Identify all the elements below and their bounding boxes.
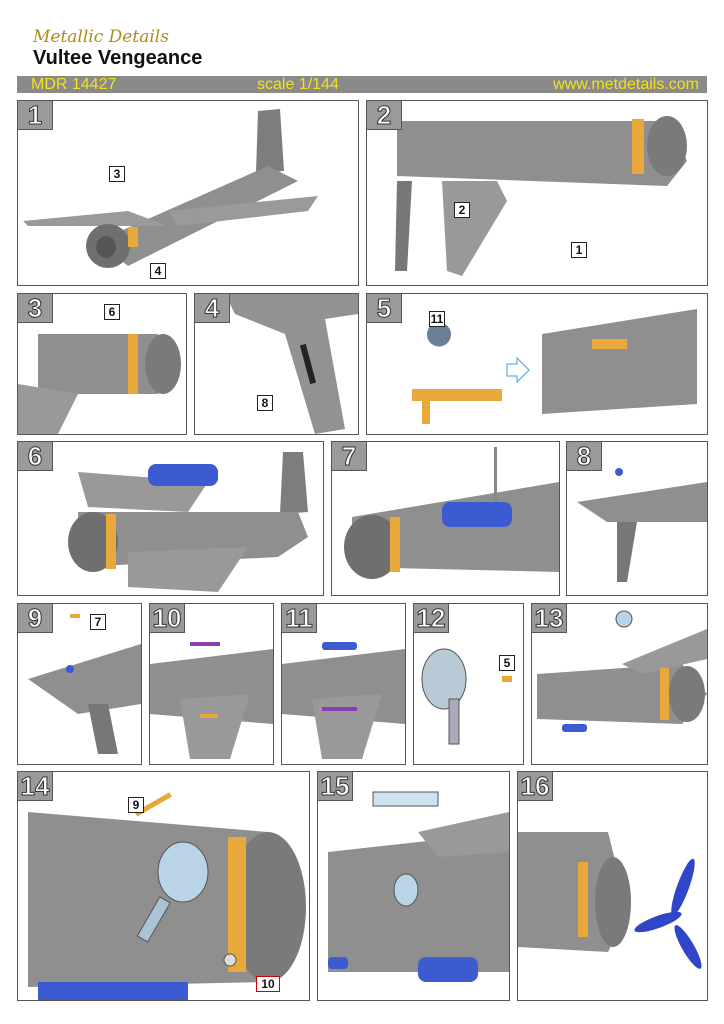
step-panel-5: 5 11 [366,293,708,435]
step-panel-15: 15 [317,771,510,1001]
step-panel-7: 7 [331,441,560,596]
step-number: 5 [367,294,402,323]
part-callout: 8 [257,395,273,411]
part-callout: 4 [150,263,166,279]
part-callout: 6 [104,304,120,320]
aircraft-illustration [577,468,707,582]
step-panel-2: 2 2 1 [366,100,708,286]
aircraft-illustration [282,642,405,759]
step-panel-16: 16 [517,771,708,1001]
step-panel-11: 11 [281,603,406,765]
step-panel-1: 1 3 4 [17,100,359,286]
part-callout: 2 [454,202,470,218]
step-panel-13: 13 [531,603,708,765]
aircraft-illustration [344,447,559,579]
step-panel-9: 9 7 [17,603,142,765]
part-callout: 9 [128,797,144,813]
scale-label: scale 1/144 [257,76,339,93]
step-number: 13 [532,604,567,633]
step-number: 1 [18,101,53,130]
step-number: 6 [18,442,53,471]
part-callout: 1 [571,242,587,258]
step-number: 4 [195,294,230,323]
step-number: 2 [367,101,402,130]
header-bar: MDR 14427 scale 1/144 www.metdetails.com [17,76,707,93]
step-number: 3 [18,294,53,323]
step-panel-14: 14 9 10 [17,771,310,1001]
aircraft-illustration [68,452,308,592]
step-number: 11 [282,604,317,633]
aircraft-illustration [150,642,273,759]
step-number: 12 [414,604,449,633]
step-panel-12: 12 5 [413,603,524,765]
step-number: 16 [518,772,553,801]
aircraft-illustration [28,614,141,754]
aircraft-illustration [537,610,707,732]
step-number: 9 [18,604,53,633]
aircraft-illustration [225,294,358,434]
product-code: MDR 14427 [31,76,117,93]
part-callout: 3 [109,166,125,182]
propeller-part [634,858,702,969]
step-panel-6: 6 [17,441,324,596]
step-number: 8 [567,442,602,471]
brand-logo: Metallic Details [33,27,169,47]
step-number: 10 [150,604,185,633]
step-number: 15 [318,772,353,801]
part-callout: 11 [429,311,445,327]
step-number: 14 [18,772,53,801]
step-panel-10: 10 [149,603,274,765]
page-title: Vultee Vengeance [33,47,203,69]
part-callout: 5 [499,655,515,671]
part-callout: 7 [90,614,106,630]
step-panel-3: 3 6 [17,293,187,435]
assembly-illustration [412,309,697,424]
aircraft-illustration [395,116,687,276]
aircraft-illustration [28,792,306,1000]
step-number: 7 [332,442,367,471]
part-callout: 10 [256,976,280,992]
part-illustration [421,648,512,745]
aircraft-illustration [23,109,318,268]
aircraft-illustration [328,791,509,982]
step-panel-8: 8 [566,441,708,596]
website-link[interactable]: www.metdetails.com [553,76,699,93]
aircraft-illustration [518,832,702,969]
aircraft-illustration [18,334,181,434]
step-panel-4: 4 8 [194,293,359,435]
